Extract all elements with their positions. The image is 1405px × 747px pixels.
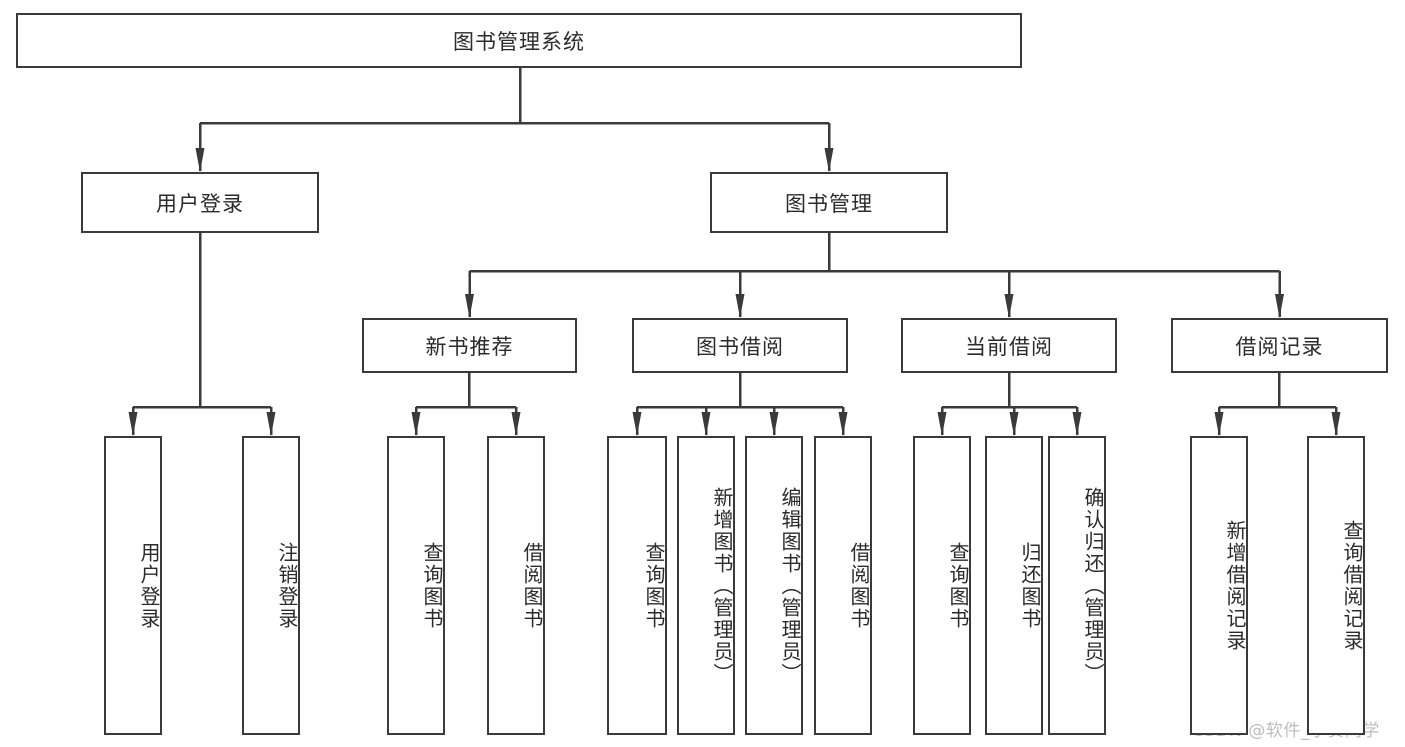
node-label: 借阅图书	[847, 541, 871, 630]
node-label: 查询借阅记录	[1340, 519, 1364, 652]
arrow-head	[735, 294, 745, 318]
arrow-head	[266, 412, 276, 436]
node-label: 图书借阅	[696, 334, 784, 359]
arrow-head	[1275, 294, 1284, 318]
node-leaf-rec-borrow: 借阅图书	[487, 436, 545, 735]
node-label: 图书管理系统	[453, 29, 585, 54]
arrow-head	[1009, 412, 1019, 436]
node-book-manage: 图书管理	[710, 172, 948, 233]
node-label: 用户登录	[156, 191, 244, 216]
node-label: 注销登录	[275, 541, 299, 630]
arrow-head	[1214, 412, 1224, 436]
arrow-head	[195, 148, 205, 172]
arrow-head	[1004, 294, 1014, 318]
arrow-head	[511, 412, 521, 436]
node-label: 新增图书（管理员）	[710, 486, 734, 685]
node-new-book-rec: 新书推荐	[362, 318, 577, 373]
node-root: 图书管理系统	[16, 13, 1022, 68]
node-leaf-rec-query: 查询图书	[387, 436, 445, 735]
arrow-head	[701, 412, 711, 436]
node-leaf-cb-query: 查询图书	[913, 436, 971, 735]
node-leaf-br-query: 查询借阅记录	[1307, 436, 1365, 735]
node-label: 图书管理	[785, 191, 873, 216]
node-label: 确认归还（管理员）	[1081, 486, 1105, 685]
node-book-borrow: 图书借阅	[632, 318, 848, 373]
node-current-borrow: 当前借阅	[901, 318, 1117, 373]
arrow-head	[632, 412, 642, 436]
arrow-head	[465, 294, 474, 318]
node-leaf-br-add: 新增借阅记录	[1190, 436, 1248, 735]
arrow-head	[838, 412, 848, 436]
node-label: 查询图书	[642, 541, 666, 630]
node-label: 借阅记录	[1235, 334, 1324, 359]
node-leaf-bb-edit: 编辑图书（管理员）	[745, 436, 803, 735]
arrow-head	[824, 148, 834, 172]
node-borrow-record: 借阅记录	[1171, 318, 1388, 373]
node-leaf-cb-confirm: 确认归还（管理员）	[1048, 436, 1106, 735]
node-leaf-cb-return: 归还图书	[985, 436, 1043, 735]
arrow-head	[411, 412, 421, 436]
node-label: 新增借阅记录	[1223, 519, 1247, 652]
node-leaf-logout: 注销登录	[242, 436, 300, 735]
arrow-head	[1331, 412, 1341, 436]
node-leaf-bb-add: 新增图书（管理员）	[677, 436, 735, 735]
node-leaf-bb-query: 查询图书	[607, 436, 667, 735]
node-label: 用户登录	[137, 541, 161, 630]
node-label: 新书推荐	[425, 334, 514, 359]
node-label: 查询图书	[946, 541, 970, 630]
node-user-login: 用户登录	[81, 172, 319, 233]
node-label: 当前借阅	[965, 334, 1053, 359]
node-label: 编辑图书（管理员）	[778, 486, 802, 685]
node-leaf-bb-borrow: 借阅图书	[814, 436, 872, 735]
arrow-head	[937, 412, 947, 436]
node-label: 借阅图书	[520, 541, 544, 630]
arrow-head	[128, 412, 138, 436]
arrow-head	[769, 412, 779, 436]
node-leaf-user-login: 用户登录	[104, 436, 162, 735]
node-label: 查询图书	[420, 541, 444, 630]
node-label: 归还图书	[1018, 541, 1042, 630]
arrow-head	[1072, 412, 1082, 436]
